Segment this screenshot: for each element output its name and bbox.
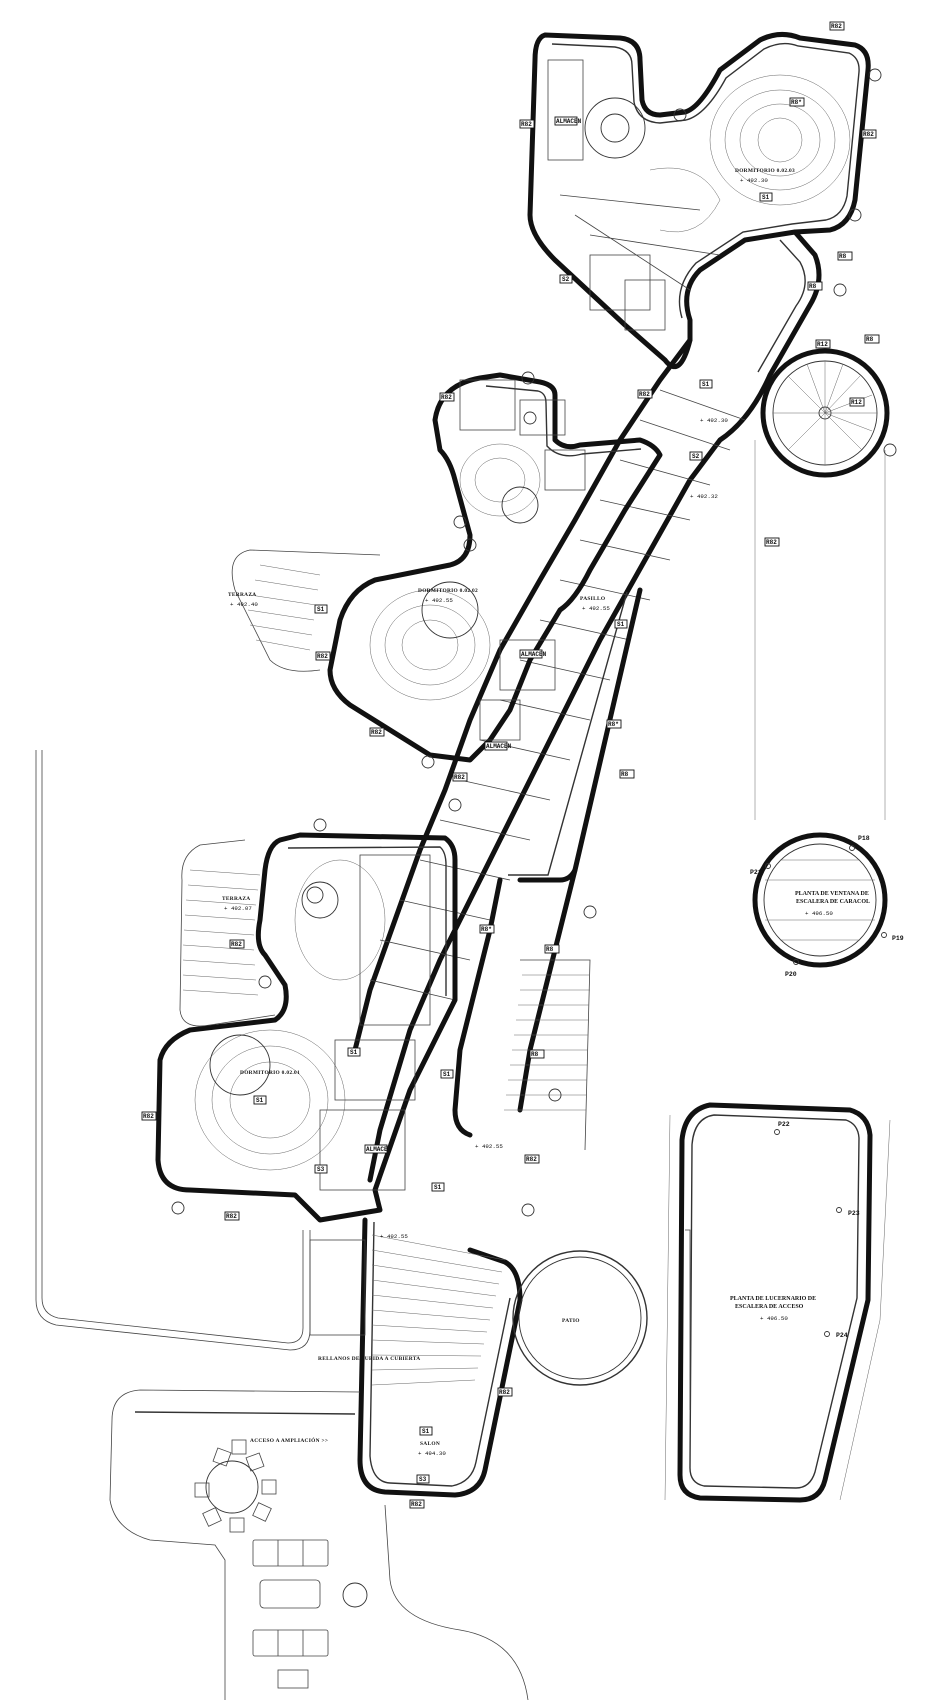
- tag-r82-e: R82: [441, 394, 452, 401]
- tag-r8-b: R8: [866, 336, 874, 343]
- wall-tags: R82 R82 R82 R82 R82 R82 R82 R82 R82 R82 …: [141, 21, 880, 1509]
- tag-r82-l: R82: [226, 1213, 237, 1220]
- caracol-level: + 496.50: [805, 910, 833, 917]
- lucernario-level: + 496.50: [760, 1315, 788, 1322]
- tag-r82-d: R82: [639, 391, 650, 398]
- salon-label: SALON: [420, 1441, 440, 1447]
- tag-s1-c: S1: [617, 621, 625, 628]
- dormitorio-03-level: + 492.30: [740, 177, 768, 184]
- point-p20: P20: [785, 971, 797, 978]
- dormitorio-02-label: DORMITORIO 0.02.02: [418, 588, 478, 594]
- callout-lucernario: PLANTA DE LUCERNARIO DE ESCALERA DE ACCE…: [664, 1102, 891, 1503]
- detail-markers: [171, 68, 897, 1217]
- tag-r8-f: R8: [809, 283, 817, 290]
- tag-r82-k: R82: [143, 1113, 154, 1120]
- tag-r82-f: R82: [766, 539, 777, 546]
- tag-s2-a: S2: [692, 453, 700, 460]
- tag-r8star-a: R8*: [791, 99, 802, 106]
- tag-r8-d: R8: [546, 946, 554, 953]
- stair-level-2: + 492.55: [475, 1143, 503, 1150]
- tag-s1-i: S1: [422, 1428, 430, 1435]
- spiral-stair: [754, 348, 890, 820]
- lucernario-title-2: ESCALERA DE ACCESO: [735, 1304, 804, 1310]
- tag-r8-c: R8: [621, 771, 629, 778]
- tag-s1-d: S1: [317, 606, 325, 613]
- point-p24: P24: [836, 1332, 848, 1339]
- almacen-middle-2-label: ALMACEN: [486, 743, 512, 750]
- point-p23: P23: [848, 1210, 860, 1217]
- middle-wing: DORMITORIO 0.02.02 + 492.55 TERRAZA + 49…: [228, 372, 728, 763]
- tag-s1-a: S1: [762, 194, 770, 201]
- tag-r8-e: R8: [531, 1051, 539, 1058]
- lucernario-title-1: PLANTA DE LUCERNARIO DE: [730, 1296, 816, 1302]
- dormitorio-03-label: DORMITORIO 0.02.03: [735, 168, 795, 174]
- point-p21: P21: [750, 869, 762, 876]
- terraza-lower-level: + 492.07: [224, 905, 252, 912]
- pasillo-label: PASILLO: [580, 596, 605, 602]
- tag-r12-b: R12: [817, 341, 828, 348]
- acceso-label: ACCESO A AMPLIACIÓN >>: [250, 1436, 328, 1444]
- upper-level-2: + 492.32: [690, 493, 718, 500]
- tag-r82-o: R82: [411, 1501, 422, 1508]
- point-p22: P22: [778, 1121, 790, 1128]
- tag-s1-b: S1: [702, 381, 710, 388]
- tag-r82-c: R82: [521, 121, 532, 128]
- pasillo-level: + 492.55: [582, 605, 610, 612]
- tag-r82-h: R82: [371, 729, 382, 736]
- exterior: ACCESO A AMPLIACIÓN >>: [35, 750, 529, 1700]
- tag-r82-b: R82: [863, 131, 874, 138]
- almacen-upper-label: ALMACEN: [556, 118, 582, 125]
- tag-s1-e: S1: [350, 1049, 358, 1056]
- floor-tags: S1 S1 S2 S1 S1 S1 S1 S1 S1 S1 S3 S3 S2: [253, 192, 773, 1484]
- caracol-title-2: ESCALERA DE CARACOL: [796, 899, 870, 905]
- point-p18: P18: [858, 835, 870, 842]
- terraza-upper-level: + 492.40: [230, 601, 258, 608]
- salon-level: + 494.30: [418, 1450, 446, 1457]
- tag-r82-m: R82: [526, 1156, 537, 1163]
- caracol-title-1: PLANTA DE VENTANA DE: [795, 891, 869, 897]
- stair-level: + 492.55: [380, 1233, 408, 1240]
- upper-wing: DORMITORIO 0.02.03 + 492.30 ALMACEN: [527, 32, 871, 370]
- almacen-middle-label: ALMACEN: [521, 651, 547, 658]
- tag-s2-b: S2: [562, 276, 570, 283]
- dormitorio-01-label: DORMITORIO 0.02.01: [240, 1070, 300, 1076]
- lower-wing: DORMITORIO 0.02.01 TERRAZA + 492.07 ALMA…: [155, 832, 458, 1223]
- tag-s1-h: S1: [434, 1184, 442, 1191]
- upper-level-1: + 492.30: [700, 417, 728, 424]
- tag-s3-a: S3: [419, 1476, 427, 1483]
- rellanos-label: RELLANOS DE SUBIDA A CUBIERTA: [318, 1356, 420, 1362]
- tag-r8star-b: R8*: [608, 721, 619, 728]
- tag-r82-j: R82: [231, 941, 242, 948]
- dormitorio-02-level: + 492.55: [425, 597, 453, 604]
- tag-r12: R12: [851, 399, 862, 406]
- salon-area: RELLANOS DE SUBIDA A CUBIERTA SALON + 49…: [309, 959, 648, 1498]
- point-p19: P19: [892, 935, 904, 942]
- corridor: [352, 229, 822, 1183]
- tag-s1-g: S1: [443, 1071, 451, 1078]
- tag-r82-a: R82: [831, 23, 842, 30]
- tag-s3-b: S3: [317, 1166, 325, 1173]
- tag-r8star-c: R8*: [481, 926, 492, 933]
- tag-r82-i: R82: [454, 774, 465, 781]
- callout-caracol: PLANTA DE VENTANA DE ESCALERA DE CARACOL…: [750, 832, 904, 978]
- patio-label: PATIO: [562, 1318, 580, 1324]
- almacen-lower-label: ALMACEN: [366, 1146, 392, 1153]
- tag-r82-g: R82: [317, 653, 328, 660]
- terraza-lower-label: TERRAZA: [222, 896, 250, 902]
- terraza-upper-label: TERRAZA: [228, 592, 256, 598]
- tag-r82-n: R82: [499, 1389, 510, 1396]
- tag-r8-a: R8: [839, 253, 847, 260]
- tag-s1-f: S1: [256, 1097, 264, 1104]
